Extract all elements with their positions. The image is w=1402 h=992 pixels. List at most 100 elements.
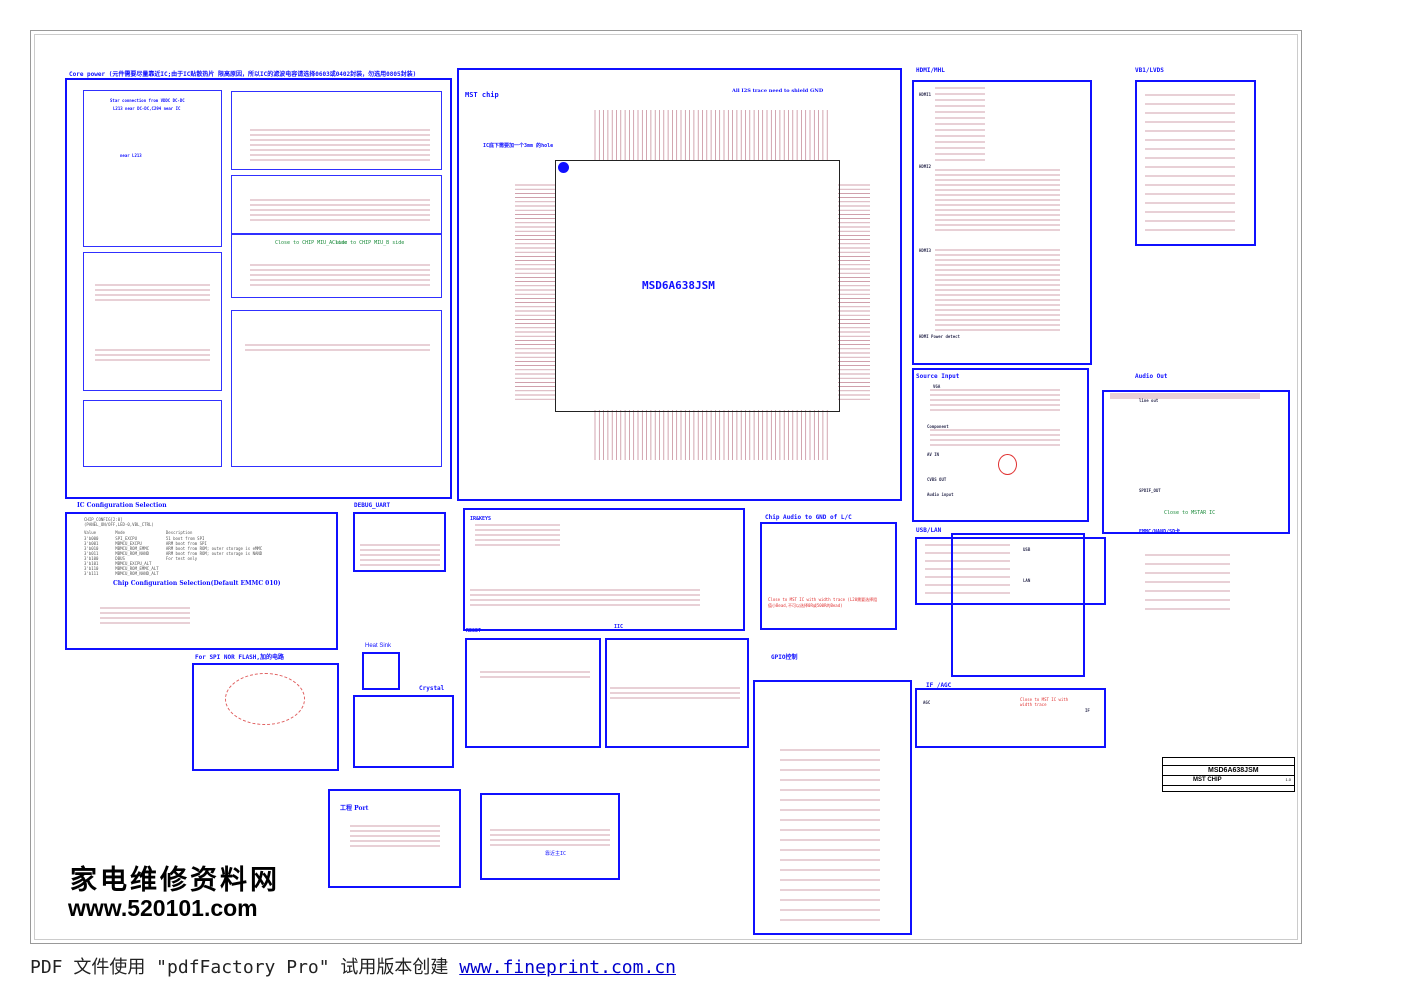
- config-cols: Value Mode Description: [84, 530, 193, 535]
- mst-chip-title: MST chip: [465, 91, 499, 99]
- meter-label: 靠近主IC: [545, 851, 567, 857]
- crystal-title: Crystal: [419, 685, 445, 692]
- sheet-frame: [30, 30, 1302, 944]
- usb-lan-overlay: [951, 533, 1085, 677]
- core-power-sub4: [231, 233, 442, 298]
- debug-uart-title: DEBUG_UART: [354, 502, 391, 509]
- reset-title: RESET: [466, 628, 482, 634]
- if-agc-block: [915, 688, 1106, 748]
- title-block-doc: MST CHIP: [1193, 777, 1222, 783]
- core-power-sub6: [231, 310, 442, 467]
- star-note: Star connection from VDDC DC-DC: [110, 98, 185, 103]
- crystal-block: [353, 695, 454, 768]
- watermark-cn: 家电维修资料网: [70, 865, 280, 896]
- if-agc-note: Close to MST IC with width trace: [1020, 697, 1069, 707]
- chip-name: MSD6A638JSM: [642, 279, 715, 292]
- component-label: Component: [927, 424, 949, 429]
- ir-keys-title: IR&KEYS: [470, 516, 492, 522]
- hdmi2-label: HDMI2: [919, 164, 932, 169]
- port-title: 工程 Port: [340, 805, 369, 812]
- config-row: 3'b101 MBMCU_EXCPU_ALT: [84, 561, 152, 566]
- usb-lan-title: USB/LAN: [916, 527, 942, 534]
- highlight-circle: [998, 454, 1017, 475]
- audio-out-title: Audio Out: [1135, 373, 1168, 380]
- title-block-title: MSD6A638JSM: [1208, 767, 1259, 774]
- reset-block: [465, 638, 601, 748]
- usb-lan-block: [915, 537, 1106, 605]
- fineprint-link[interactable]: www.fineprint.com.cn: [459, 957, 676, 978]
- source-input-title: Source Input: [916, 373, 960, 380]
- core-power-sub1: [83, 90, 222, 247]
- l213-note: L213 near DC-DC,C294 near IC: [113, 106, 181, 111]
- core-power-sub3: [231, 175, 442, 235]
- config-row: 3'b001 MBMCU_EXCPU ARM boot from SPI: [84, 541, 207, 546]
- ic-body: [555, 160, 840, 412]
- gpio-title: GPIO控制: [771, 654, 798, 661]
- source-input-block: [912, 368, 1089, 522]
- watermark-url: www.520101.com: [68, 895, 258, 921]
- config-row: 3'b011 MBMCU_ROM_NAND ARM boot from ROM;…: [84, 551, 263, 556]
- near-note: near L213: [120, 153, 142, 158]
- audio-out-block: [1102, 390, 1290, 534]
- iic-title: IIC: [614, 624, 624, 630]
- pdf-footer: PDF 文件使用 "pdfFactory Pro" 试用版本创建 www.fin…: [30, 953, 676, 979]
- line-out-label: line out: [1139, 398, 1159, 403]
- if-agc-title: IF /AGC: [926, 682, 952, 689]
- config-row: 3'b000 SPI_EXCPU 51 boot from SPI: [84, 536, 205, 541]
- ir-keys-block: [463, 508, 745, 631]
- config-row: 3'b111 MBMCU_ROM_NAND_ALT: [84, 571, 159, 576]
- iic-block: [605, 638, 749, 748]
- close-chip-b: Close to CHIP MIU_B side: [332, 240, 405, 246]
- audio-input-label: Audio input: [927, 492, 954, 497]
- vga-label: VGA: [933, 384, 941, 389]
- vb1-block: [1135, 80, 1256, 246]
- title-block-rev: 1.0: [1285, 777, 1291, 782]
- spdif-label: SPDIF_OUT: [1139, 488, 1161, 493]
- core-power-block: [65, 78, 452, 499]
- ic-config-block: [65, 512, 338, 650]
- core-power-sub7: [83, 400, 222, 467]
- i2s-note: All I2S trace need to shield GND: [732, 88, 824, 94]
- config-row: 3'b010 MBMCU_ROM_EMMC ARM boot from ROM;…: [84, 546, 263, 551]
- close-mstar-note: Close to MSTAR IC: [1164, 510, 1216, 516]
- spi-title: For SPI NOR FLASH,加的电路: [195, 654, 285, 661]
- core-power-sub5: [83, 252, 222, 391]
- hdmi-block: [912, 80, 1092, 365]
- port-block: [328, 789, 461, 888]
- debug-uart-block: [353, 512, 446, 572]
- meter-block: [480, 793, 620, 880]
- usb-label: USB: [1023, 547, 1031, 552]
- core-power-sub2: [231, 91, 442, 170]
- heat-sink-title: Heat Sink: [365, 643, 392, 649]
- agc-label: AGC: [923, 700, 931, 705]
- hdmi1-label: HDMI1: [919, 92, 932, 97]
- close-chip-a: Close to CHIP MIU_A side: [275, 240, 348, 246]
- gpio-block: [753, 680, 912, 935]
- hole-note: IC底下需要加一个3mm 的hole: [483, 143, 554, 149]
- if-label: IF: [1085, 708, 1090, 713]
- mst-chip-block: [457, 68, 902, 501]
- ic-config-title: IC Configuration Selection: [77, 502, 167, 509]
- title-block: MSD6A638JSM MST CHIP 1.0: [1162, 757, 1295, 792]
- config-header: CHIP_CONFIG[2:0] (PANEL_ON/OFF,LED-0,VBL…: [84, 517, 154, 527]
- vb1-title: VB1/LVDS: [1135, 67, 1164, 74]
- footer-text: PDF 文件使用 "pdfFactory Pro" 试用版本创建: [30, 957, 460, 978]
- chip-audio-block: [760, 522, 897, 630]
- core-power-title: Core power (元件需要尽量靠近IC;由于IC贴散热片 限高原因，所以I…: [69, 71, 417, 78]
- hdmi-power-label: HDMI Power detect: [919, 334, 960, 339]
- config-row: 3'b110 MBMCU_ROM_EMMC_ALT: [84, 566, 159, 571]
- pin1-marker: [558, 162, 569, 173]
- config-row: 3'b100 DBUS For test only: [84, 556, 198, 561]
- chip-audio-note: Close to MST IC with width trace (L20需要选…: [768, 597, 878, 608]
- lan-label: LAN: [1023, 578, 1031, 583]
- cvbs-out-label: CVBS OUT: [927, 477, 947, 482]
- hdmi-title: HDMI/MHL: [916, 67, 945, 74]
- spi-block: [192, 663, 339, 771]
- spi-ellipse: [225, 673, 305, 725]
- av-in-label: AV IN: [927, 452, 940, 457]
- sheet-inner-frame: [34, 34, 1298, 940]
- emmc-title: EMMC/NAND/SD卡: [1139, 529, 1181, 535]
- chip-audio-title: Chip Audio to GND of L/C: [765, 514, 852, 521]
